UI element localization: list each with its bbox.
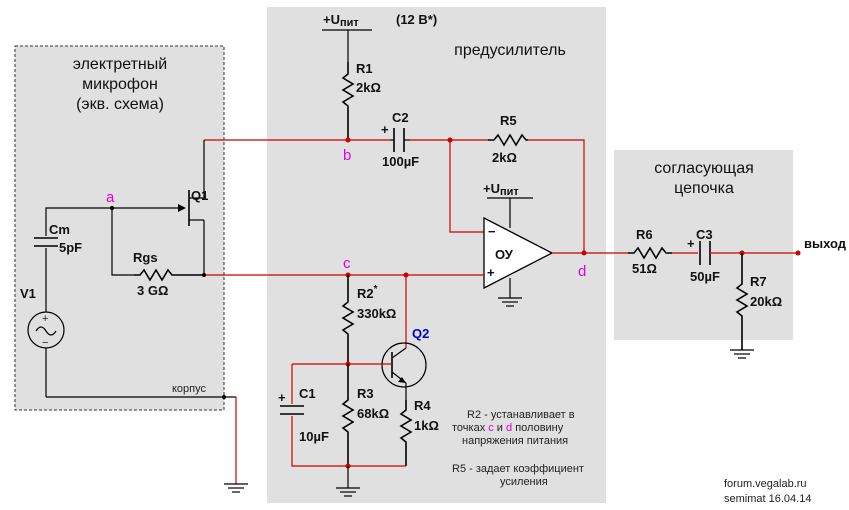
r1-resistor (341, 62, 355, 140)
r3-value: 68kΩ (357, 406, 389, 421)
q2-name: Q2 (412, 326, 429, 341)
note-r2-line2: точках c и d половину (452, 422, 564, 434)
r5-value: 2kΩ (492, 150, 517, 165)
r1-name: R1 (356, 61, 373, 76)
mic-title-3: (экв. схема) (76, 96, 164, 113)
c1-name: C1 (299, 386, 316, 401)
c1-capacitor (280, 405, 304, 415)
c1-value: 10µF (299, 429, 329, 444)
c3-name: C3 (696, 227, 713, 242)
preamp-title: предусилитель (454, 42, 566, 59)
r4-resistor (399, 400, 413, 466)
q1-fet (112, 140, 205, 275)
q2-transistor (381, 342, 427, 400)
note-r2-line1: R2 - устанавливает в (467, 409, 575, 421)
r2-resistor (341, 275, 355, 364)
r2-value: 330kΩ (357, 306, 396, 321)
r5-name: R5 (500, 113, 517, 128)
c3-plus: + (687, 236, 695, 251)
r7-resistor (735, 253, 749, 350)
cm-name: Cm (49, 222, 70, 237)
note-r2-line3: напряжения питания (462, 435, 568, 447)
r6-name: R6 (636, 227, 653, 242)
r6-resistor (628, 246, 672, 260)
r6-value: 51Ω (632, 261, 657, 276)
r7-name: R7 (750, 274, 767, 289)
r1-value: 2kΩ (356, 80, 381, 95)
credit-author: semimat 16.04.14 (724, 493, 811, 505)
credit-site: forum.vegalab.ru (724, 478, 807, 490)
r2-name: R2* (357, 284, 378, 301)
output-label: выход (804, 236, 847, 251)
node-a-label: a (106, 189, 115, 206)
r5-resistor (488, 133, 528, 147)
matching-title-1: согласующая (654, 160, 754, 177)
mic-block (14, 45, 225, 411)
node-d-label: d (578, 263, 586, 280)
r7-value: 20kΩ (750, 294, 782, 309)
r4-name: R4 (414, 398, 431, 413)
note-r5-line1: R5 - задает коэффициент (452, 463, 584, 475)
matching-title-2: цепочка (674, 180, 734, 197)
cm-value: 5pF (59, 240, 82, 255)
v1-name: V1 (20, 286, 36, 301)
c2-capacitor (390, 128, 410, 152)
q1-name: Q1 (191, 188, 208, 203)
rgs-value: 3 GΩ (137, 283, 168, 298)
opamp (483, 216, 554, 290)
rgs-name: Rgs (133, 250, 158, 265)
opamp-supply-label: +Uпит (483, 181, 519, 198)
c1-plus: + (278, 390, 286, 405)
opamp-label: ОУ (495, 247, 514, 262)
output-terminal (795, 250, 801, 256)
r4-value: 1kΩ (414, 418, 439, 433)
supply-voltage: (12 В*) (396, 12, 437, 27)
note-r5-line2: усиления (500, 476, 548, 488)
case-label: корпус (172, 383, 207, 395)
opamp-plus: + (487, 265, 495, 280)
node-b-label: b (343, 147, 351, 164)
junction-b (345, 137, 351, 143)
c2-value: 100µF (382, 154, 419, 169)
mic-title-2: микрофон (82, 76, 158, 93)
matching-block (614, 150, 793, 340)
junction-d (581, 250, 587, 256)
v1-minus: − (42, 337, 48, 349)
rgs-resistor (134, 268, 204, 282)
c2-name: C2 (392, 110, 409, 125)
mic-title-1: электретный (73, 56, 167, 73)
r3-name: R3 (357, 386, 374, 401)
v1-plus: + (42, 313, 48, 325)
r3-resistor (341, 364, 355, 466)
c2-plus: + (381, 122, 389, 137)
supply-label-top: +Uпит (323, 12, 359, 29)
opamp-minus: − (488, 224, 496, 239)
node-c-label: c (343, 255, 351, 272)
c3-value: 50µF (690, 269, 720, 284)
cm-capacitor (34, 237, 58, 247)
